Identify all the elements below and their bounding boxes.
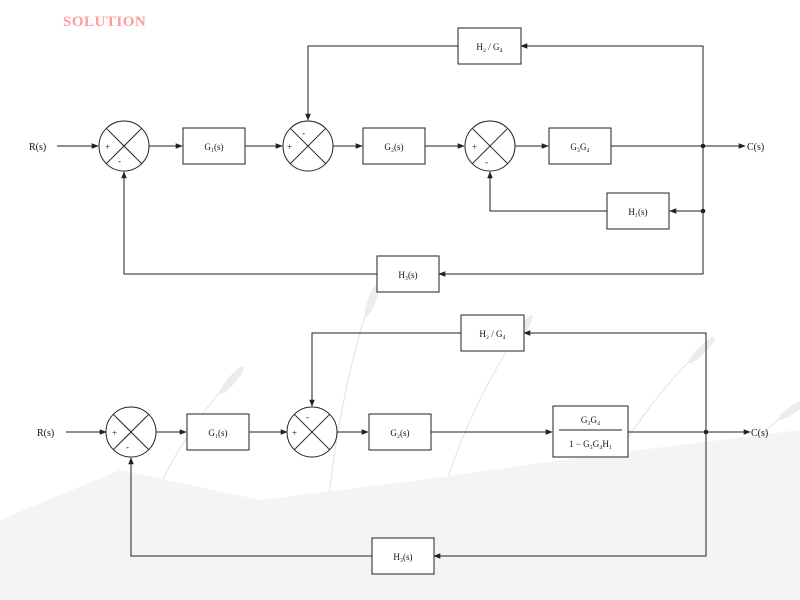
bottom-sj2-minus-sign: -	[306, 412, 309, 422]
bottom-takeoff-point	[703, 429, 709, 435]
top-diagram: + - + - + - G₁(s) G₂(s) G₃G₄ H₂ / G₄ H₁(…	[29, 27, 764, 293]
bottom-summing-junction-2	[286, 406, 338, 458]
top-h2g4-label: H₂ / G₄	[476, 42, 502, 52]
top-block-g2: G₂(s)	[362, 127, 426, 165]
bottom-sj1-plus-sign: +	[112, 428, 117, 438]
bottom-block-g2: G₂(s)	[368, 413, 432, 451]
top-block-h2g4: H₂ / G₄	[457, 27, 522, 65]
top-wire-h3-to-sj1	[121, 171, 377, 275]
top-summing-junction-1	[98, 120, 150, 172]
top-summing-junction-2	[282, 120, 334, 172]
bottom-g1-label: G₁(s)	[208, 428, 227, 438]
bottom-sj2-plus-sign: +	[292, 428, 297, 438]
top-g2-label: G₂(s)	[384, 142, 403, 152]
bottom-block-h2g4: H₂ / G₄	[460, 314, 525, 352]
bottom-diagram: + - + - G₁(s) G₂(s) G₃G₄ 1 − G₃G₄H₁ H₂ /…	[37, 314, 768, 575]
bottom-h2g4-label: H₂ / G₄	[479, 329, 505, 339]
bottom-summing-junction-1	[105, 406, 157, 458]
top-g3g4-label: G₃G₄	[570, 142, 589, 152]
bottom-input-label: R(s)	[37, 428, 54, 439]
top-block-h1: H₁(s)	[606, 192, 670, 230]
top-takeoff-point	[700, 208, 706, 214]
bottom-wire-h2g4-to-sj2	[309, 332, 461, 407]
top-wire-h2g4-to-sj2	[305, 45, 458, 121]
top-wire-h1-to-sj3	[487, 171, 607, 212]
bottom-fraction-numerator: G₃G₄	[581, 415, 600, 425]
top-wire-to-h3	[438, 211, 704, 277]
top-sj2-plus-sign: +	[287, 142, 292, 152]
top-takeoff-point	[700, 143, 706, 149]
top-sj3-plus-sign: +	[472, 142, 477, 152]
top-sj3-minus-sign: -	[485, 157, 488, 167]
bottom-wire-to-h2g4	[523, 330, 707, 432]
top-block-g3g4: G₃G₄	[548, 127, 612, 165]
bottom-wire-to-h3	[433, 432, 707, 559]
bottom-g2-label: G₂(s)	[390, 428, 409, 438]
top-g1-label: G₁(s)	[204, 142, 223, 152]
top-output-label: C(s)	[747, 142, 764, 153]
top-h3-label: H₃(s)	[398, 270, 417, 280]
top-wire-to-h2g4	[520, 43, 704, 146]
top-summing-junction-3	[464, 120, 516, 172]
bottom-block-fraction: G₃G₄ 1 − G₃G₄H₁	[552, 405, 629, 458]
bottom-fraction-denominator: 1 − G₃G₄H₁	[569, 439, 612, 449]
bottom-block-g1: G₁(s)	[186, 413, 250, 451]
top-sj1-minus-sign: -	[118, 156, 121, 166]
top-block-g1: G₁(s)	[182, 127, 246, 165]
solution-heading: SOLUTION	[63, 14, 147, 30]
bottom-output-label: C(s)	[751, 428, 768, 439]
bottom-wire-h3-to-sj1	[128, 457, 372, 557]
top-block-h3: H₃(s)	[376, 255, 440, 293]
bottom-block-h3: H₃(s)	[371, 537, 435, 575]
top-sj2-minus-sign: -	[302, 128, 305, 138]
bottom-sj1-minus-sign: -	[126, 442, 129, 452]
top-h1-label: H₁(s)	[628, 207, 647, 217]
bottom-h3-label: H₃(s)	[393, 552, 412, 562]
top-wire-to-h1	[669, 146, 704, 214]
top-input-label: R(s)	[29, 142, 46, 153]
top-sj1-plus-sign: +	[105, 142, 110, 152]
